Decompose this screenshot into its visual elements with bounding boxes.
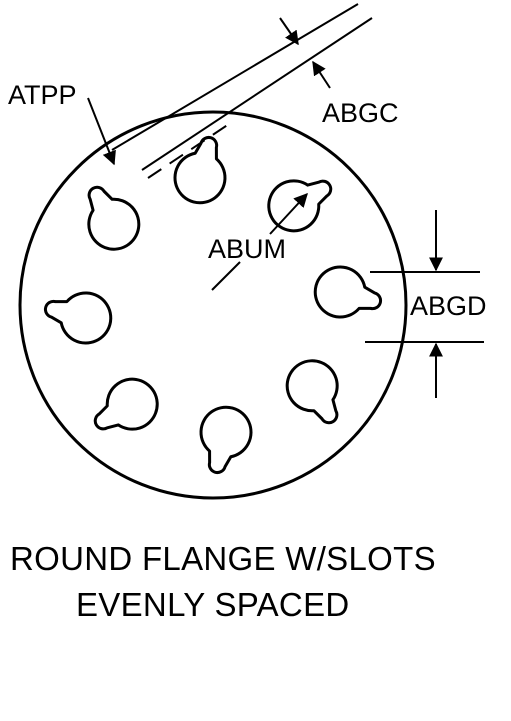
abgd-label: ABGD [410,291,487,321]
flange-outline [18,110,408,500]
abgc-label: ABGC [322,98,399,128]
keyhole-slot [173,136,227,205]
keyhole-slot [285,359,339,425]
slot-group [44,136,382,474]
keyhole-slot [313,265,382,319]
keyhole-slot [199,405,253,474]
keyhole-slot [267,179,333,233]
abgc-arrow-bottom [312,60,331,89]
abgc-extension-line-outer [111,3,359,151]
abgc-arrow-top [279,17,299,46]
keyhole-slot [87,185,141,251]
abgc-dashed-center [147,121,233,179]
keyhole-slot [93,377,159,431]
caption-line-2: EVENLY SPACED [76,586,350,623]
center-mark [211,261,241,291]
caption-line-1: ROUND FLANGE W/SLOTS [10,540,436,577]
abgc-extension-line-inner [141,17,373,171]
abum-leader [269,192,308,235]
abum-label: ABUM [208,234,286,264]
atpp-label: ATPP [8,80,77,110]
atpp-leader [87,97,116,166]
keyhole-slot [44,291,113,345]
